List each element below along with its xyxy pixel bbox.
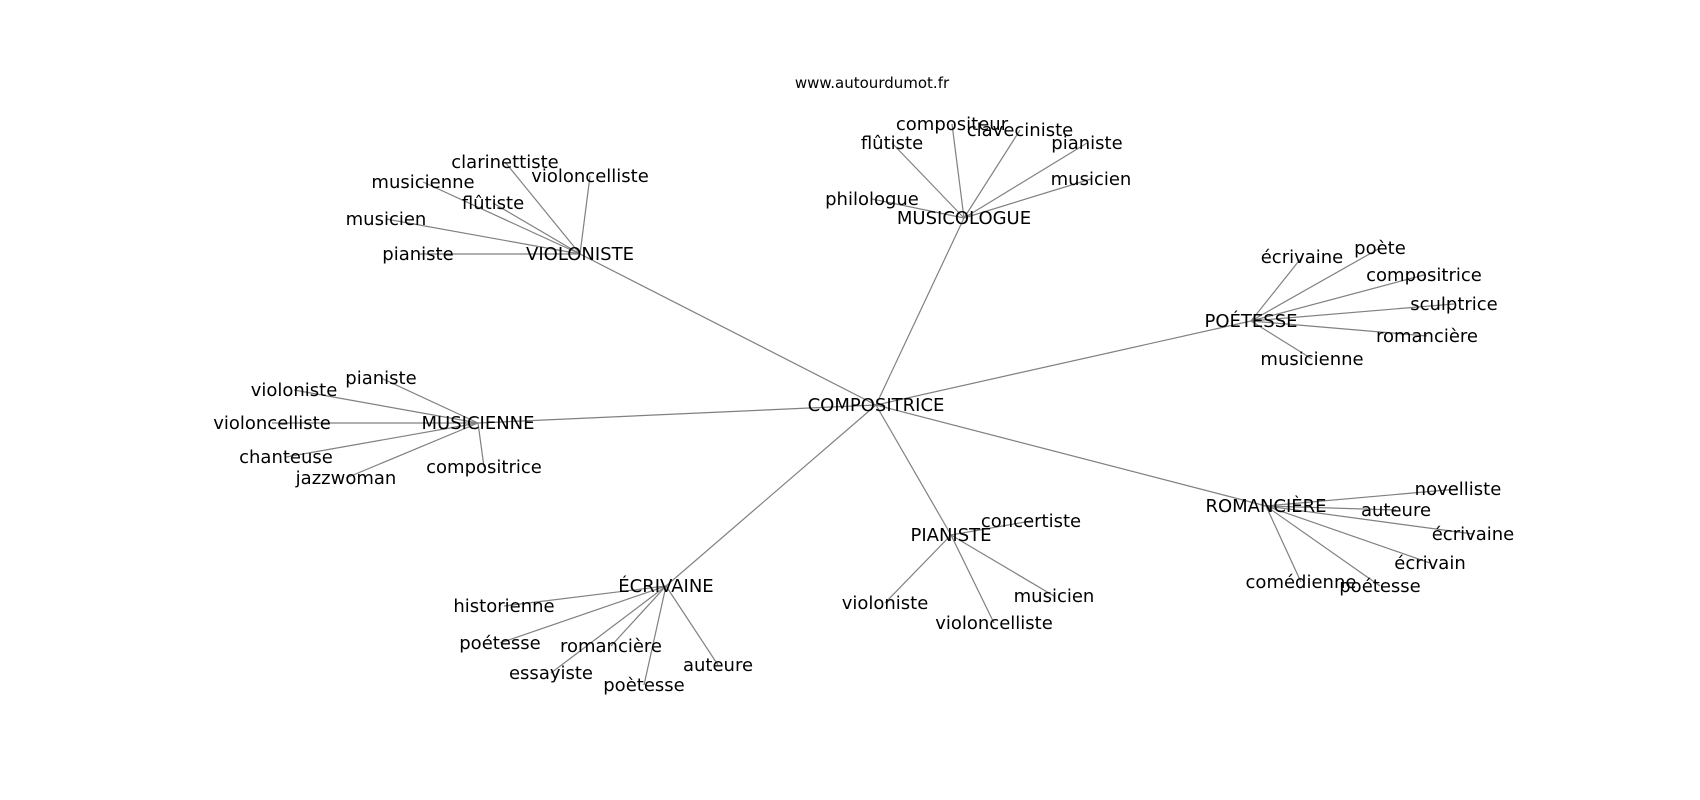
edge-musicologue-pianiste — [963, 142, 1088, 219]
edge-ecrivaine-poetesse — [643, 585, 667, 686]
edge-ecrivaine-historienne — [503, 585, 667, 607]
hub-node-violoniste: VIOLONISTE — [526, 244, 634, 265]
edge-pianiste-musicien — [950, 534, 1055, 597]
edge-musicologue-musicien — [963, 178, 1092, 219]
edge-musicienne-chanteuse — [285, 422, 479, 458]
leaf-node-poetesse-romanciere: romancière — [1376, 326, 1478, 347]
leaf-node-musicienne-pianiste: pianiste — [345, 368, 416, 389]
leaf-node-romanciere-ecrivain: écrivain — [1394, 553, 1465, 574]
leaf-node-romanciere-novelliste: novelliste — [1415, 479, 1502, 500]
hub-node-musicienne: MUSICIENNE — [422, 413, 535, 434]
leaf-node-violoniste-violoncelliste: violoncelliste — [531, 166, 649, 187]
edge-violoniste-musicienne — [422, 181, 581, 255]
edge-musicologue-philologue — [871, 198, 965, 219]
edge-musicologue-flutiste — [891, 142, 965, 219]
edge-ecrivaine-essayiste — [550, 585, 667, 674]
hub-node-ecrivaine: ÉCRIVAINE — [618, 575, 713, 597]
edge-pianiste-violoniste — [884, 534, 952, 604]
edge-poetesse-ecrivaine — [1250, 256, 1303, 322]
leaf-node-musicologue-musicien: musicien — [1051, 169, 1132, 190]
leaf-node-violoniste-clarinettiste: clarinettiste — [451, 152, 558, 173]
edge-musicienne-pianiste — [380, 377, 479, 424]
leaf-node-musicologue-philologue: philologue — [825, 189, 919, 210]
leaf-node-ecrivaine-essayiste: essayiste — [509, 663, 593, 684]
edge-root-violoniste — [579, 253, 877, 406]
edge-root-musicienne — [477, 404, 877, 424]
edge-violoniste-flutiste — [492, 202, 581, 255]
leaf-node-musicologue-compositeur: compositeur — [896, 114, 1009, 135]
leaf-node-musicienne-jazzwoman: jazzwoman — [295, 468, 397, 489]
edge-violoniste-clarinettiste — [504, 161, 581, 255]
leaf-node-pianiste-musicien: musicien — [1014, 586, 1095, 607]
leaf-node-poetesse-ecrivaine: écrivaine — [1261, 247, 1344, 268]
edge-ecrivaine-poetesse — [499, 585, 667, 644]
hub-node-pianiste: PIANISTE — [910, 525, 991, 546]
leaf-node-romanciere-poetesse: poétesse — [1339, 576, 1420, 597]
edge-musicologue-compositeur — [951, 123, 965, 219]
edge-poetesse-sculptrice — [1250, 303, 1455, 322]
leaf-node-violoniste-pianiste: pianiste — [382, 244, 453, 265]
leaf-node-pianiste-violoncelliste: violoncelliste — [935, 613, 1053, 634]
leaf-node-poetesse-poete: poète — [1354, 238, 1406, 259]
leaf-node-musicienne-chanteuse: chanteuse — [239, 447, 333, 468]
edge-romanciere-comedienne — [1265, 505, 1302, 583]
edge-musicienne-jazzwoman — [345, 422, 479, 479]
edge-root-romanciere — [875, 404, 1267, 507]
leaf-node-poetesse-musicienne: musicienne — [1260, 349, 1363, 370]
edge-poetesse-poete — [1250, 247, 1381, 322]
leaf-node-musicologue-pianiste: pianiste — [1051, 133, 1122, 154]
edge-romanciere-novelliste — [1265, 488, 1459, 507]
leaf-node-poetesse-compositrice: compositrice — [1366, 265, 1482, 286]
leaf-node-romanciere-comedienne: comédienne — [1246, 572, 1357, 593]
leaf-node-ecrivaine-poetesse: poétesse — [459, 633, 540, 654]
leaf-node-musicologue-claveciniste: claveciniste — [967, 120, 1073, 141]
leaf-node-violoniste-flutiste: flûtiste — [462, 193, 524, 214]
edge-poetesse-compositrice — [1250, 274, 1425, 322]
edge-root-poetesse — [875, 320, 1252, 406]
edge-violoniste-musicien — [385, 218, 581, 255]
edge-ecrivaine-romanciere — [610, 585, 667, 647]
leaf-node-pianiste-violoniste: violoniste — [842, 593, 929, 614]
leaf-node-ecrivaine-historienne: historienne — [453, 596, 554, 617]
leaf-node-pianiste-concertiste: concertiste — [981, 511, 1081, 532]
hub-node-musicologue: MUSICOLOGUE — [897, 208, 1031, 229]
leaf-node-romanciere-ecrivaine: écrivaine — [1432, 524, 1515, 545]
leaf-node-violoniste-musicien: musicien — [346, 209, 427, 230]
leaf-node-ecrivaine-poetesse: poètesse — [603, 675, 684, 696]
edge-romanciere-poetesse — [1265, 505, 1381, 587]
leaf-node-violoniste-musicienne: musicienne — [371, 172, 474, 193]
edge-musicologue-claveciniste — [963, 129, 1021, 219]
edge-poetesse-musicienne — [1250, 320, 1313, 360]
edge-romanciere-auteure — [1265, 505, 1397, 511]
edge-musicienne-violoniste — [293, 389, 479, 424]
edge-root-pianiste — [875, 404, 952, 536]
root-node-compositrice: COMPOSITRICE — [808, 395, 945, 416]
hub-node-romanciere: ROMANCIÈRE — [1205, 495, 1326, 517]
leaf-node-musicologue-flutiste: flûtiste — [861, 133, 923, 154]
hub-node-poetesse: POÉTESSE — [1205, 310, 1298, 332]
edge-violoniste-violoncelliste — [579, 175, 591, 255]
edge-root-ecrivaine — [665, 404, 877, 587]
graph-edges — [272, 123, 1474, 686]
edge-root-musicologue — [875, 217, 965, 406]
edge-romanciere-ecrivain — [1265, 505, 1431, 564]
edge-pianiste-concertiste — [950, 520, 1032, 536]
leaf-node-musicienne-violoncelliste: violoncelliste — [213, 413, 331, 434]
edge-ecrivaine-auteure — [665, 585, 719, 666]
leaf-node-poetesse-sculptrice: sculptrice — [1410, 294, 1498, 315]
watermark-text: www.autourdumot.fr — [795, 74, 950, 92]
leaf-node-romanciere-auteure: auteure — [1361, 500, 1431, 521]
leaf-node-ecrivaine-auteure: auteure — [683, 655, 753, 676]
edge-poetesse-romanciere — [1250, 320, 1428, 337]
edge-pianiste-violoncelliste — [950, 534, 995, 624]
edge-musicienne-compositrice — [477, 422, 485, 468]
leaf-node-musicienne-violoniste: violoniste — [251, 380, 338, 401]
edge-romanciere-ecrivaine — [1265, 505, 1474, 535]
leaf-node-musicienne-compositrice: compositrice — [426, 457, 542, 478]
graph-nodes: clarinettistevioloncellistemusicienneflû… — [213, 114, 1514, 696]
leaf-node-ecrivaine-romanciere: romancière — [560, 636, 662, 657]
